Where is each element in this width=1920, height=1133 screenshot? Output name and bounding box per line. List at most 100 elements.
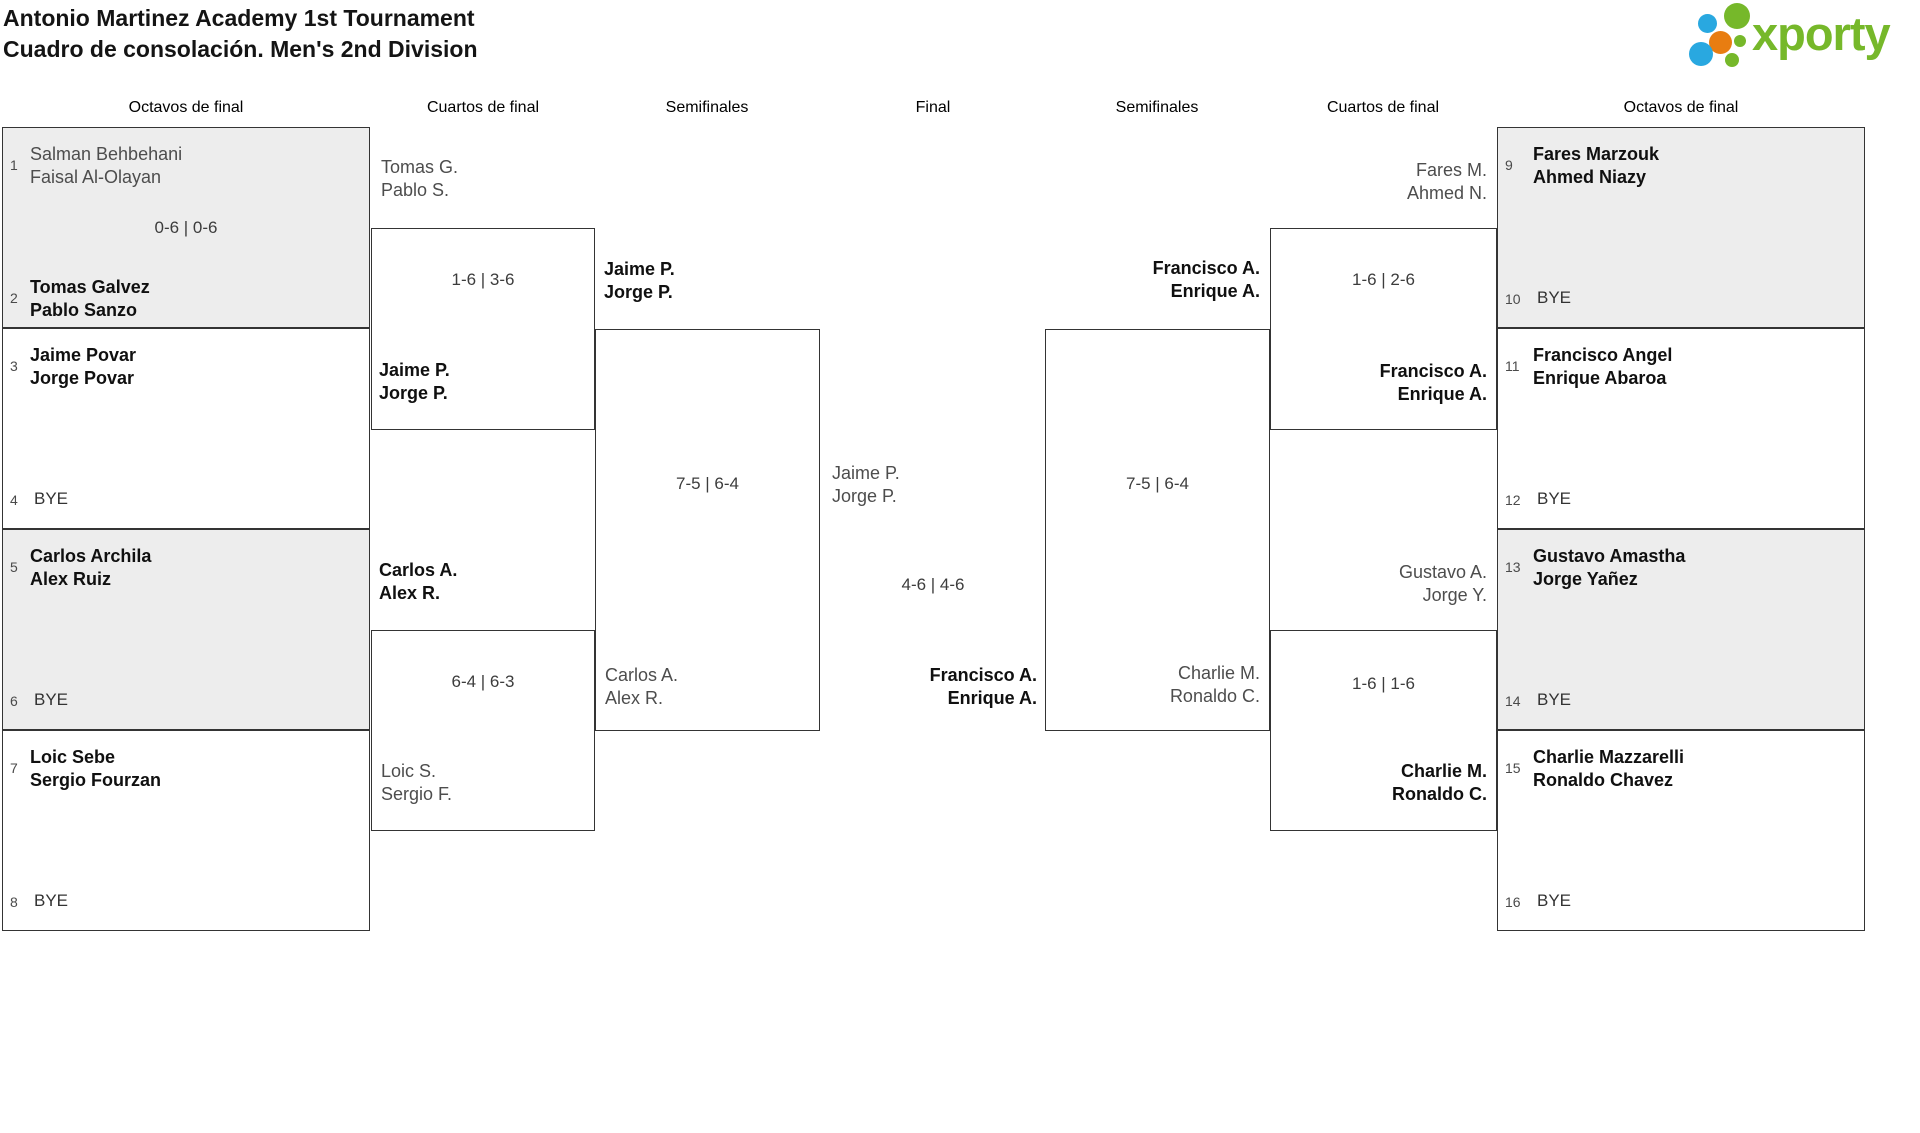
qf-left1-bottom-team: Jaime P. Jorge P. <box>379 359 450 405</box>
round-header-final: Final <box>915 99 951 116</box>
r16-right-1-top-team: Fares Marzouk Ahmed Niazy <box>1533 143 1659 189</box>
player-line: Francisco A. <box>1379 361 1487 381</box>
qf-right1-score: 1-6 | 2-6 <box>1351 270 1415 289</box>
r16-right-match4-box <box>1497 730 1865 931</box>
seed-3: 3 <box>10 358 18 374</box>
seed-9: 9 <box>1505 157 1513 173</box>
player-line: Charlie Mazzarelli <box>1533 747 1685 767</box>
r16-right-2-bottom-team-bye: BYE <box>1537 489 1572 508</box>
player-line: Gustavo Amastha <box>1533 546 1686 566</box>
r16-left-3-bottom-team-bye: BYE <box>34 690 69 709</box>
r16-left-4-top-team: Loic Sebe Sergio Fourzan <box>30 746 161 792</box>
final-right-team: Francisco A. Enrique A. <box>837 664 1037 710</box>
logo-dot-green-small-icon <box>1734 35 1746 47</box>
seed-8: 8 <box>10 894 18 910</box>
page-title-line2: Cuadro de consolación. Men's 2nd Divisio… <box>3 36 478 62</box>
player-line: Ahmed Niazy <box>1533 167 1647 187</box>
player-line: Ronaldo C. <box>1169 686 1260 706</box>
seed-13: 13 <box>1505 559 1521 575</box>
player-line: Carlos Archila <box>30 546 152 566</box>
player-line: Salman Behbehani <box>30 144 183 164</box>
seed-11: 11 <box>1505 358 1520 374</box>
qf-left2-top-team: Carlos A. Alex R. <box>379 559 457 605</box>
qf-right1-box <box>1270 228 1497 430</box>
qf-left2-bottom-team: Loic S. Sergio F. <box>381 760 452 806</box>
r16-left-match1-box <box>2 127 370 328</box>
r16-right-1-bottom-team-bye: BYE <box>1537 288 1572 307</box>
r16-right-match3-box <box>1497 529 1865 730</box>
qf-left1-score: 1-6 | 3-6 <box>451 270 515 289</box>
sf-right-bottom-team: Charlie M. Ronaldo C. <box>1060 662 1260 708</box>
seed-16: 16 <box>1505 894 1521 910</box>
r16-left-1-score: 0-6 | 0-6 <box>154 218 218 237</box>
player-line: Tomas G. <box>381 157 459 177</box>
r16-left-1-bottom-team: Tomas Galvez Pablo Sanzo <box>30 276 150 322</box>
player-line: Enrique Abaroa <box>1533 368 1667 388</box>
r16-right-match1-box <box>1497 127 1865 328</box>
logo-dot-green-small2-icon <box>1725 53 1739 67</box>
player-line: Alex R. <box>379 583 441 603</box>
qf-left1-top-team: Tomas G. Pablo S. <box>381 156 458 202</box>
sf-left-bottom-team: Carlos A. Alex R. <box>605 664 678 710</box>
player-line: Alex R. <box>605 688 664 708</box>
final-score: 4-6 | 4-6 <box>901 575 965 594</box>
player-line: Carlos A. <box>379 560 458 580</box>
r16-left-4-bottom-team-bye: BYE <box>34 891 69 910</box>
round-header-octavos-right: Octavos de final <box>1623 99 1739 116</box>
r16-right-2-top-team: Francisco Angel Enrique Abaroa <box>1533 344 1672 390</box>
sf-left-score: 7-5 | 6-4 <box>675 474 739 493</box>
round-header-semis-right: Semifinales <box>1115 99 1199 116</box>
r16-left-2-bottom-team-bye: BYE <box>34 489 69 508</box>
sf-left-top-team: Jaime P. Jorge P. <box>604 258 675 304</box>
logo-dot-green-large-icon <box>1724 3 1750 29</box>
player-line: Enrique A. <box>1170 281 1260 301</box>
seed-14: 14 <box>1505 693 1521 709</box>
player-line: Pablo Sanzo <box>30 300 138 320</box>
r16-right-match2-box <box>1497 328 1865 529</box>
player-line: Enrique A. <box>1397 384 1487 404</box>
logo-wordmark[interactable]: xporty <box>1752 7 1891 60</box>
r16-left-match2-box <box>2 328 370 529</box>
qf-right2-box <box>1270 630 1497 831</box>
seed-15: 15 <box>1505 760 1521 776</box>
sf-right-score: 7-5 | 6-4 <box>1125 474 1189 493</box>
round-header-cuartos-right: Cuartos de final <box>1326 99 1440 116</box>
player-line: Pablo S. <box>381 180 450 200</box>
player-line: Gustavo A. <box>1398 562 1487 582</box>
player-line: Tomas Galvez <box>30 277 150 297</box>
player-line: Loic Sebe <box>30 747 116 767</box>
seed-2: 2 <box>10 290 18 306</box>
player-line: Charlie M. <box>1177 663 1260 683</box>
r16-left-2-top-team: Jaime Povar Jorge Povar <box>30 344 136 390</box>
r16-left-3-top-team: Carlos Archila Alex Ruiz <box>30 545 151 591</box>
r16-right-4-bottom-team-bye: BYE <box>1537 891 1572 910</box>
seed-1: 1 <box>10 157 18 173</box>
logo-dot-blue-small-icon <box>1698 14 1717 33</box>
round-header-semis-left: Semifinales <box>665 99 749 116</box>
player-line: Alex Ruiz <box>30 569 112 589</box>
r16-right-4-top-team: Charlie Mazzarelli Ronaldo Chavez <box>1533 746 1684 792</box>
seed-7: 7 <box>10 760 18 776</box>
sf-right-box <box>1045 329 1270 731</box>
logo-dot-blue-large-icon <box>1689 42 1713 66</box>
player-line: Fares Marzouk <box>1533 144 1660 164</box>
r16-left-match3-box <box>2 529 370 730</box>
seed-12: 12 <box>1505 492 1521 508</box>
player-line: Sergio F. <box>381 784 453 804</box>
player-line: Charlie M. <box>1400 761 1487 781</box>
qf-right2-top-team: Gustavo A. Jorge Y. <box>1287 561 1487 607</box>
player-line: Ronaldo C. <box>1392 784 1487 804</box>
player-line: Jorge Y. <box>1422 585 1487 605</box>
r16-right-3-bottom-team-bye: BYE <box>1537 690 1572 709</box>
qf-left2-box <box>371 630 595 831</box>
player-line: Faisal Al-Olayan <box>30 167 162 187</box>
player-line: Carlos A. <box>605 665 679 685</box>
seed-10: 10 <box>1505 291 1521 307</box>
seed-6: 6 <box>10 693 18 709</box>
player-line: Jaime Povar <box>30 345 137 365</box>
player-line: Sergio Fourzan <box>30 770 162 790</box>
player-line: Ronaldo Chavez <box>1533 770 1674 790</box>
qf-right2-score: 1-6 | 1-6 <box>1351 674 1415 693</box>
player-line: Francisco A. <box>929 665 1037 685</box>
